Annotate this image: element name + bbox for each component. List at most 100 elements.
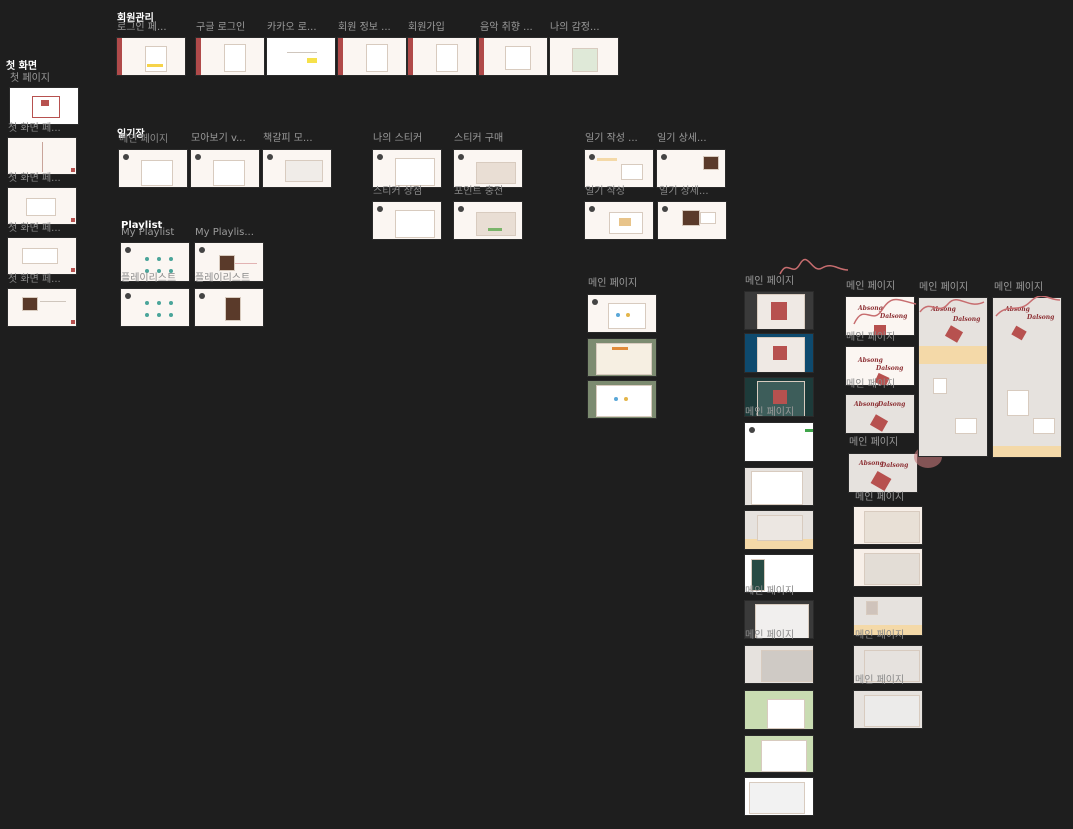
frame-thumbnail[interactable] bbox=[656, 149, 726, 188]
frame-label[interactable]: 나의 감정... bbox=[550, 22, 600, 33]
frame-label[interactable]: 일기 작성 ... bbox=[585, 133, 638, 144]
frame-label[interactable]: 회원 정보 ... bbox=[338, 22, 391, 33]
frame-label[interactable]: 메인 페이지 bbox=[119, 134, 169, 145]
frame-label[interactable]: 메인 페이지 bbox=[855, 492, 905, 503]
brand-logo: Absong bbox=[1005, 306, 1030, 313]
frame-thumbnail[interactable] bbox=[657, 201, 727, 240]
frame-thumbnail[interactable] bbox=[853, 690, 923, 729]
frame-thumbnail[interactable] bbox=[853, 645, 923, 684]
frame-label[interactable]: 메인 페이지 bbox=[745, 407, 795, 418]
frame-label[interactable]: 음악 취향 ... bbox=[480, 22, 533, 33]
frame-label[interactable]: 메인 페이지 bbox=[855, 675, 905, 686]
scribble-decoration bbox=[853, 298, 917, 325]
frame-thumbnail[interactable] bbox=[584, 149, 654, 188]
frame-thumbnail[interactable] bbox=[453, 201, 523, 240]
frame-label[interactable]: 메인 페이지 bbox=[849, 437, 899, 448]
frame-label[interactable]: 일기 작성 bbox=[585, 186, 625, 197]
frame-label[interactable]: 메인 페이지 bbox=[745, 630, 795, 641]
frame-thumbnail[interactable] bbox=[744, 554, 814, 593]
frame-label[interactable]: 스티커 상점 bbox=[373, 186, 423, 197]
frame-label[interactable]: 플레이리스트 bbox=[195, 273, 251, 284]
frame-thumbnail[interactable] bbox=[478, 37, 548, 76]
frame-thumbnail[interactable] bbox=[116, 37, 186, 76]
frame-label[interactable]: 메인 페이지 bbox=[919, 282, 969, 293]
frame-thumbnail[interactable] bbox=[7, 237, 77, 275]
frame-thumbnail[interactable] bbox=[584, 201, 654, 240]
frame-thumbnail[interactable] bbox=[744, 735, 814, 773]
frame-label[interactable]: 회원가입 bbox=[408, 22, 445, 33]
frame-thumbnail[interactable]: Absong Dalsong bbox=[992, 297, 1062, 458]
frame-label[interactable]: 나의 스티커 bbox=[373, 133, 423, 144]
frame-label[interactable]: 일기 상세... bbox=[657, 133, 707, 144]
frame-thumbnail[interactable] bbox=[744, 600, 814, 639]
frame-thumbnail[interactable] bbox=[372, 149, 442, 188]
frame-label[interactable]: 메인 페이지 bbox=[846, 332, 896, 343]
frame-thumbnail[interactable] bbox=[549, 37, 619, 76]
frame-thumbnail[interactable] bbox=[853, 548, 923, 587]
frame-label[interactable]: 구글 로그인 bbox=[196, 22, 246, 33]
frame-thumbnail[interactable] bbox=[853, 596, 923, 636]
frame-label[interactable]: 메인 페이지 bbox=[855, 630, 905, 641]
frame-thumbnail[interactable]: Absong Dalsong bbox=[845, 394, 915, 434]
frame-thumbnail[interactable] bbox=[587, 380, 657, 419]
frame-label[interactable]: 로그인 페... bbox=[117, 22, 167, 33]
frame-thumbnail[interactable]: Absong Dalsong bbox=[845, 296, 915, 336]
frame-label[interactable]: 일기 상세... bbox=[659, 186, 709, 197]
frame-thumbnail[interactable] bbox=[372, 201, 442, 240]
frame-label[interactable]: 포인트 충전 bbox=[454, 186, 504, 197]
frame-thumbnail[interactable] bbox=[7, 187, 77, 225]
section-title-playlist: Playlist bbox=[121, 220, 163, 231]
frame-thumbnail[interactable] bbox=[194, 288, 264, 327]
frame-label[interactable]: My Playlist bbox=[121, 227, 175, 238]
brand-logo: Absong bbox=[854, 401, 879, 408]
frame-thumbnail[interactable] bbox=[744, 510, 814, 550]
frame-thumbnail[interactable] bbox=[587, 338, 657, 377]
frame-label[interactable]: 책갈피 모... bbox=[263, 133, 313, 144]
frame-thumbnail[interactable] bbox=[744, 467, 814, 506]
frame-label[interactable]: 첫 화면 페... bbox=[8, 173, 61, 184]
frame-thumbnail[interactable] bbox=[7, 288, 77, 327]
frame-label[interactable]: My Playlis... bbox=[195, 227, 254, 238]
frame-label[interactable]: 플레이리스트 bbox=[121, 273, 177, 284]
frame-label[interactable]: 첫 화면 페... bbox=[8, 274, 61, 285]
frame-label[interactable]: 메인 페이지 bbox=[846, 379, 896, 390]
frame-thumbnail[interactable] bbox=[587, 294, 657, 333]
brand-logo: Dalsong bbox=[876, 365, 904, 372]
frame-thumbnail[interactable]: Absong Dalsong bbox=[845, 346, 915, 386]
frame-thumbnail[interactable] bbox=[453, 149, 523, 188]
frame-thumbnail[interactable] bbox=[744, 690, 814, 730]
frame-thumbnail[interactable] bbox=[744, 645, 814, 684]
frame-label[interactable]: 모아보기 v... bbox=[191, 133, 246, 144]
frame-label[interactable]: 메인 페이지 bbox=[745, 586, 795, 597]
frame-thumbnail[interactable] bbox=[195, 37, 265, 76]
frame-label[interactable]: 첫 페이지 bbox=[10, 73, 50, 84]
frame-thumbnail[interactable] bbox=[118, 149, 188, 188]
frame-label[interactable]: 스티커 구매 bbox=[454, 133, 504, 144]
frame-thumbnail[interactable] bbox=[194, 242, 264, 282]
frame-label[interactable]: 메인 페이지 bbox=[745, 276, 795, 287]
frame-thumbnail[interactable] bbox=[744, 333, 814, 373]
frame-thumbnail[interactable] bbox=[744, 777, 814, 816]
frame-thumbnail[interactable] bbox=[262, 149, 332, 188]
frame-label[interactable]: 메인 페이지 bbox=[588, 278, 638, 289]
frame-thumbnail[interactable] bbox=[266, 37, 336, 76]
frame-thumbnail[interactable] bbox=[744, 422, 814, 462]
frame-label[interactable]: 메인 페이지 bbox=[846, 281, 896, 292]
frame-thumbnail[interactable] bbox=[7, 137, 77, 175]
frame-thumbnail[interactable] bbox=[120, 242, 190, 282]
frame-thumbnail[interactable] bbox=[120, 288, 190, 327]
section-title-first: 첫 화면 bbox=[6, 61, 38, 72]
frame-thumbnail[interactable] bbox=[9, 87, 79, 125]
frame-thumbnail[interactable]: Absong Dalsong bbox=[848, 453, 918, 493]
frame-thumbnail[interactable] bbox=[407, 37, 477, 76]
frame-label[interactable]: 첫 화면 페... bbox=[8, 123, 61, 134]
frame-label[interactable]: 첫 화면 페... bbox=[8, 223, 61, 234]
frame-label[interactable]: 카카오 로... bbox=[267, 22, 317, 33]
frame-thumbnail[interactable] bbox=[337, 37, 407, 76]
frame-thumbnail[interactable] bbox=[744, 291, 814, 330]
frame-thumbnail[interactable] bbox=[190, 149, 260, 188]
frame-label[interactable]: 메인 페이지 bbox=[994, 282, 1044, 293]
frame-thumbnail[interactable] bbox=[744, 377, 814, 417]
frame-thumbnail[interactable]: Absong Dalsong bbox=[918, 297, 988, 457]
frame-thumbnail[interactable] bbox=[853, 506, 923, 545]
